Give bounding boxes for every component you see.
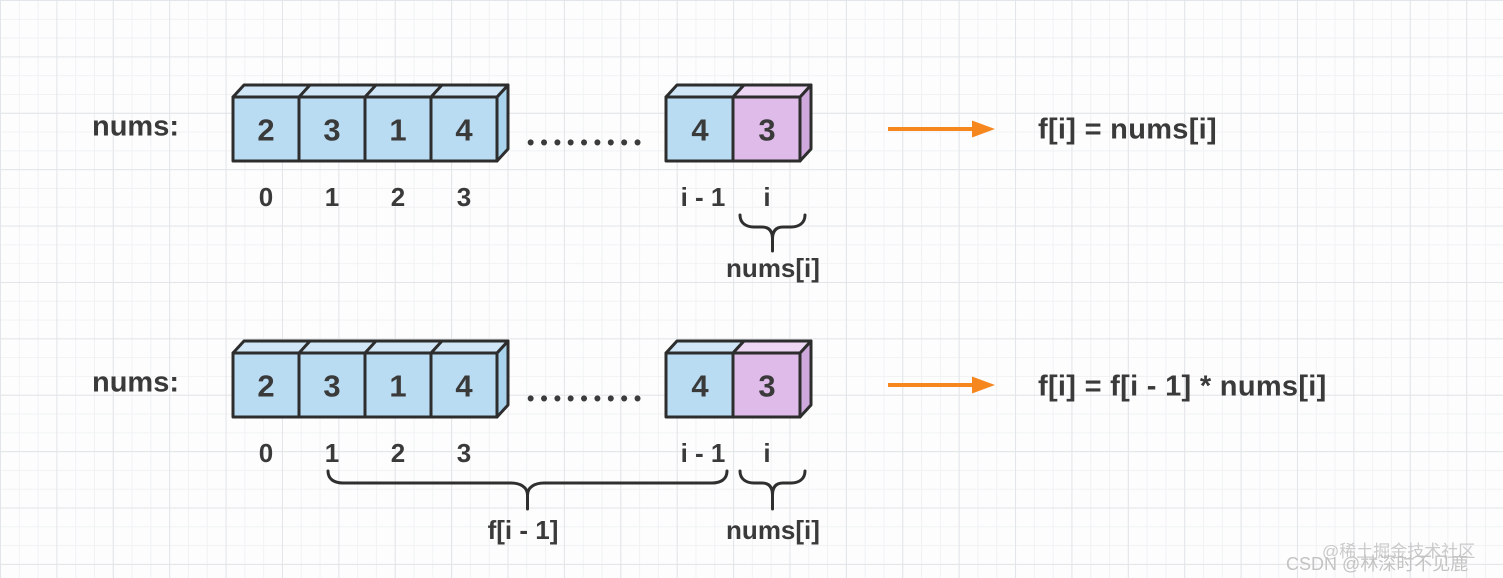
cell-value: 4	[691, 112, 709, 148]
cell-value: 3	[323, 368, 341, 404]
index-label: 2	[390, 438, 406, 468]
index-label: 2	[390, 182, 406, 212]
index-label-i-minus-1: i - 1	[680, 182, 726, 212]
cell-value-highlight: 3	[758, 368, 776, 404]
cell-value: 1	[389, 368, 407, 404]
formula-row2: f[i] = f[i - 1] * nums[i]	[1038, 370, 1327, 403]
ellipsis-dots: •••••••••	[527, 387, 648, 411]
arrow-row2	[888, 376, 995, 394]
index-label: 3	[456, 438, 472, 468]
brace-label-f-i-minus-1-row2: f[i - 1]	[487, 515, 559, 545]
array-label-row1: nums:	[92, 110, 179, 143]
index-label-i-minus-1: i - 1	[680, 438, 726, 468]
index-label: 0	[258, 182, 274, 212]
index-label: 0	[258, 438, 274, 468]
underbrace-nums-i-row2	[738, 469, 807, 511]
cell-value: 4	[691, 368, 709, 404]
cell-value: 1	[389, 112, 407, 148]
cell-value-highlight: 3	[758, 112, 776, 148]
index-label-i: i	[763, 438, 771, 468]
index-label: 3	[456, 182, 472, 212]
underbrace-nums-i-row1	[738, 213, 807, 253]
array-label-row2: nums:	[92, 366, 179, 399]
ellipsis-dots: •••••••••	[527, 131, 648, 155]
cell-value: 4	[455, 368, 473, 404]
cell-value: 2	[257, 112, 275, 148]
cell-value: 2	[257, 368, 275, 404]
brace-label-nums-i-row2: nums[i]	[726, 515, 820, 545]
watermark-csdn: CSDN @林深时不见鹿	[1286, 554, 1469, 574]
cell-value: 4	[455, 112, 473, 148]
underbrace-f-i-minus-1-row2	[326, 469, 729, 511]
tail-block-row2	[664, 339, 813, 419]
index-label-i: i	[763, 182, 771, 212]
arrow-row1	[888, 120, 995, 138]
index-label: 1	[324, 438, 340, 468]
index-label: 1	[324, 182, 340, 212]
tail-block-row1	[664, 83, 813, 163]
formula-row1: f[i] = nums[i]	[1038, 113, 1217, 146]
brace-label-nums-i-row1: nums[i]	[726, 253, 820, 283]
cell-value: 3	[323, 112, 341, 148]
watermark-juejin: @稀土掘金技术社区	[1322, 542, 1476, 561]
